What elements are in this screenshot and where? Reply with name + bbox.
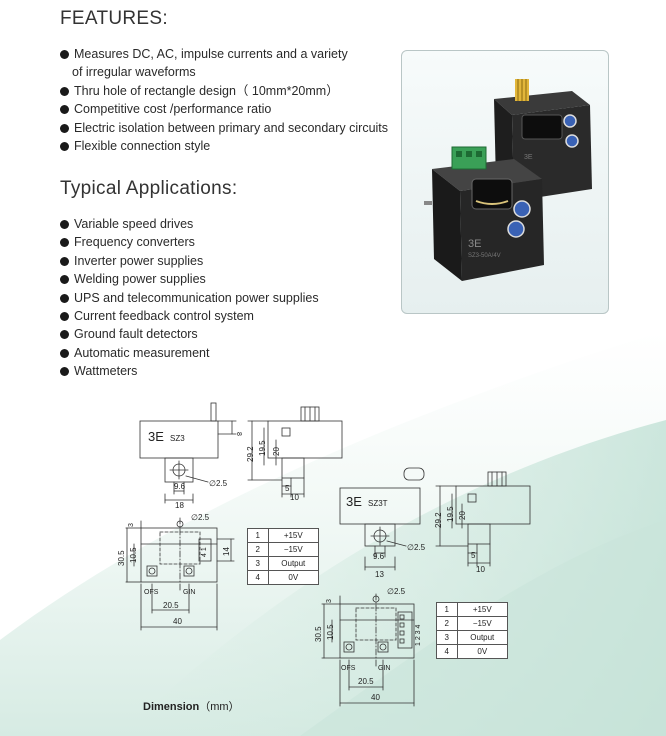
sz3t-dim-19.5: 19.5 xyxy=(446,506,455,522)
table-row: 2−15V xyxy=(436,616,509,631)
svg-text:3E: 3E xyxy=(524,154,533,161)
application-item: Inverter power supplies xyxy=(60,252,319,270)
sz3t-ofs-label: OFS xyxy=(341,665,356,672)
table-row: 2−15V xyxy=(247,542,320,557)
application-item: Variable speed drives xyxy=(60,215,319,233)
applications-title: Typical Applications: xyxy=(60,178,238,199)
bullet-icon xyxy=(60,367,69,377)
application-item: Current feedback control system xyxy=(60,307,319,325)
sz3t-dim-20.5: 20.5 xyxy=(358,677,374,686)
feature-item-continuation: of irregular waveforms xyxy=(72,65,196,80)
sz3-ofs-label: OFS xyxy=(144,589,159,596)
feature-item: Measures DC, AC, impulse currents and a … xyxy=(60,45,388,63)
features-title: FEATURES: xyxy=(60,8,168,29)
bullet-icon xyxy=(60,220,69,229)
bullet-icon xyxy=(60,105,69,115)
application-item: Wattmeters xyxy=(60,362,319,380)
sz3-brand: 3E xyxy=(148,429,164,444)
sz3t-brand: 3E xyxy=(346,494,362,509)
table-row: 1+15V xyxy=(247,528,320,543)
photo-model-label: SZ3-50A/4V xyxy=(468,253,501,259)
sz3-dim-18: 18 xyxy=(175,501,184,510)
feature-item: Flexible connection style xyxy=(60,137,388,155)
application-item: UPS and telecommunication power supplies xyxy=(60,289,319,307)
sz3t-dim-3: 3 xyxy=(326,599,333,603)
bullet-icon xyxy=(60,142,69,152)
sz3-dim-10.5: 10.5 xyxy=(129,547,138,563)
sz3t-model: SZ3T xyxy=(368,499,388,508)
sz3t-dim-hole: ∅2.5 xyxy=(407,543,426,552)
sz3-model: SZ3 xyxy=(170,434,185,443)
feature-item: Thru hole of rectangle design（ 10mm*20mm… xyxy=(60,82,388,100)
application-item: Ground fault detectors xyxy=(60,325,319,343)
sz3-dim-29.2: 29.2 xyxy=(246,446,255,462)
bullet-icon xyxy=(60,86,69,96)
sz3-dim-hole: ∅2.5 xyxy=(209,479,228,488)
bullet-icon xyxy=(60,312,69,322)
sz3-dim-10: 10 xyxy=(290,493,299,502)
sz3-dim-9.6: 9.6 xyxy=(174,482,186,491)
sz3-dim-3: 3 xyxy=(128,523,135,527)
sz3t-dim-10.5: 10.5 xyxy=(326,624,335,640)
sz3-dim-40: 40 xyxy=(173,617,182,626)
sz3t-dim-5: 5 xyxy=(471,551,476,560)
feature-item: Competitive cost /performance ratio xyxy=(60,100,388,118)
bullet-icon xyxy=(60,256,69,266)
sz3-pin-label: 4 1 xyxy=(201,547,208,557)
sz3t-dim-9.6: 9.6 xyxy=(373,552,385,561)
bullet-icon xyxy=(60,123,69,133)
current-sensor-illustration: 3E 3E SZ3-50A/4V xyxy=(424,79,592,281)
sz3-dim-14: 14 xyxy=(222,547,231,556)
sz3-dim-19.5: 19.5 xyxy=(258,440,267,456)
product-photo: 3E 3E SZ3-50A/4V xyxy=(401,50,609,314)
sz3t-dim-13: 13 xyxy=(375,570,384,579)
sz3-gin-label: GIN xyxy=(183,589,195,596)
sz3t-dim-20: 20 xyxy=(458,511,467,520)
feature-item: Electric isolation between primary and s… xyxy=(60,119,388,137)
sz3-dim-20: 20 xyxy=(272,447,281,456)
sz3t-dim-40: 40 xyxy=(371,693,380,702)
sz3t-pin-label: 1 2 3 4 xyxy=(415,624,422,646)
bullet-icon xyxy=(60,330,69,340)
bullet-icon xyxy=(60,348,69,358)
sz3t-dim-10: 10 xyxy=(476,565,485,574)
bullet-icon xyxy=(60,238,69,248)
sz3t-dim-hole2: ∅2.5 xyxy=(387,587,406,596)
table-row: 1+15V xyxy=(436,602,509,617)
sz3t-dim-30.5: 30.5 xyxy=(314,626,323,642)
bullet-icon xyxy=(60,50,69,59)
application-item: Welding power supplies xyxy=(60,270,319,288)
application-item: Frequency converters xyxy=(60,233,319,251)
sz3-dim-20.5: 20.5 xyxy=(163,601,179,610)
applications-list: Variable speed drives Frequency converte… xyxy=(60,215,319,381)
dimension-caption: Dimension（mm） xyxy=(143,701,240,713)
bullet-icon xyxy=(60,275,69,285)
sz3-dim-30.5: 30.5 xyxy=(117,550,126,566)
photo-brand-label: 3E xyxy=(468,238,481,250)
bullet-icon xyxy=(60,293,69,303)
application-item: Automatic measurement xyxy=(60,344,319,362)
features-list: Measures DC, AC, impulse currents and a … xyxy=(60,45,388,155)
sz3-dim-hole2: ∅2.5 xyxy=(191,513,210,522)
sz3t-dim-29.2: 29.2 xyxy=(434,512,443,528)
sz3-dim-5: 5 xyxy=(285,484,290,493)
sz3-dim-8: 8 xyxy=(235,432,242,436)
sz3t-gin-label: GIN xyxy=(378,665,390,672)
